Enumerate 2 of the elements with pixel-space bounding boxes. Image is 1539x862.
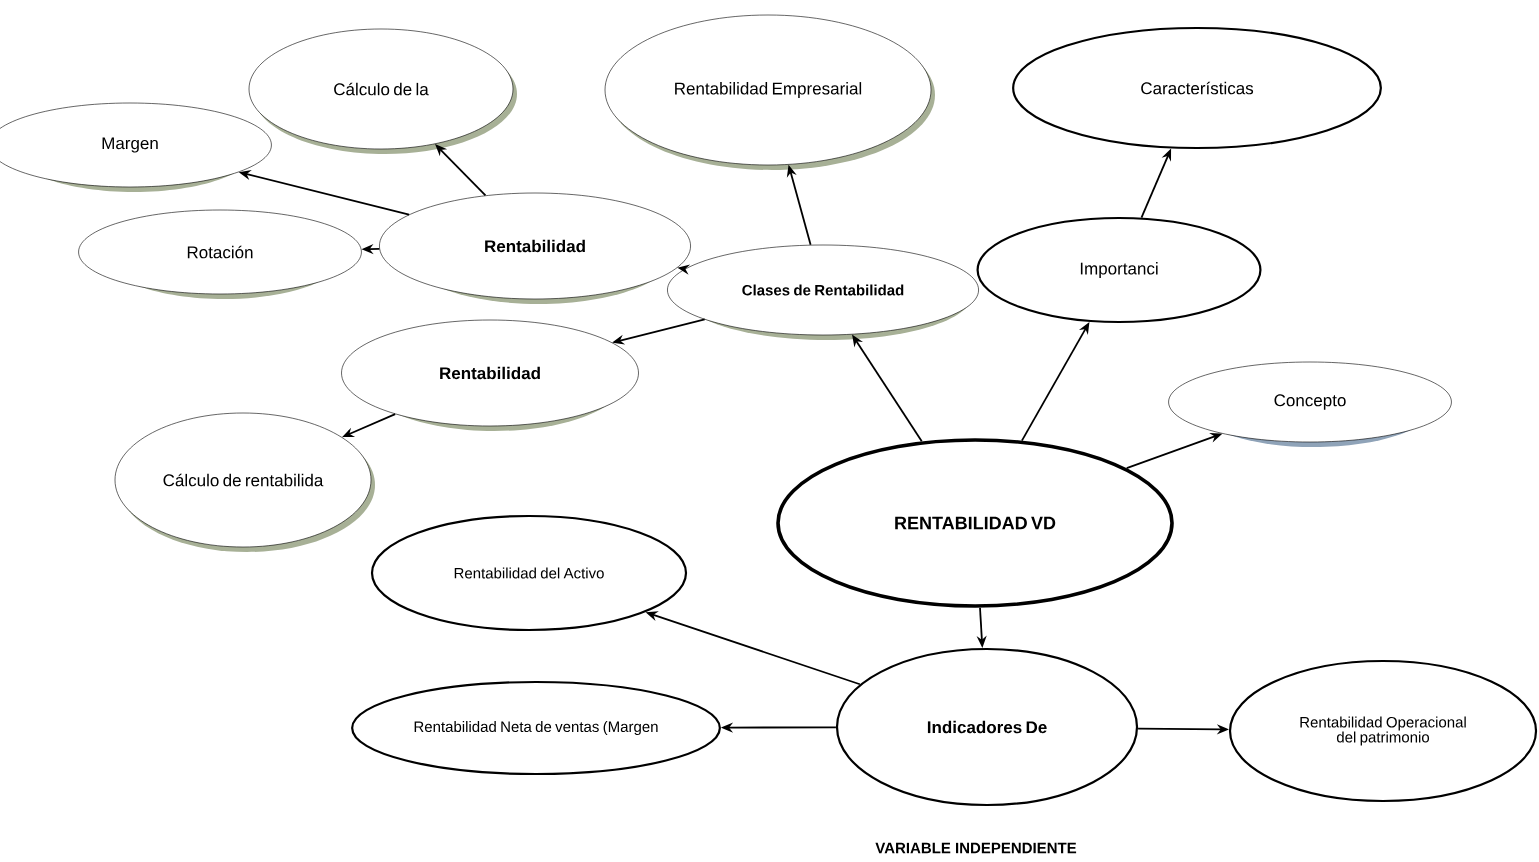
arrow (435, 144, 487, 197)
caption-text: VARIABLE INDEPENDIENTE (875, 842, 1077, 854)
